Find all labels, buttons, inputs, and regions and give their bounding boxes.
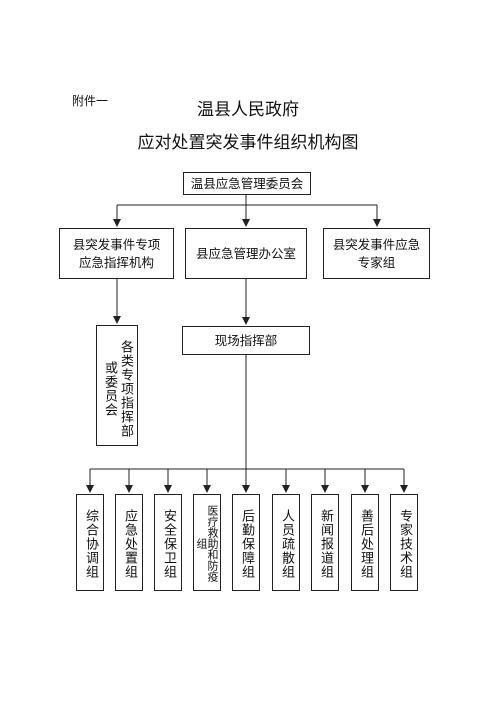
group-label: 应急处置组 [122,509,137,579]
node-special-command-label: 县突发事件专项 应急指挥机构 [72,236,161,270]
group-label: 综合协调组 [83,509,98,579]
group-label: 医疗救助和防疫组 [195,504,219,582]
node-committee-label: 温县应急管理委员会 [190,175,304,191]
group-box: 专家技术组 [390,494,418,591]
group-box: 新闻报道组 [311,494,339,591]
attachment-label: 附件一 [72,94,109,108]
node-committee: 温县应急管理委员会 [183,172,311,195]
group-box: 应急处置组 [115,494,143,591]
node-various-command: 各类专项指挥部 或委员会 [96,325,138,446]
group-label: 人员疏散组 [279,509,294,579]
group-label: 善后处理组 [358,509,373,579]
title-line1: 温县人民政府 [197,100,299,120]
node-various-command-label: 各类专项指挥部 或委员会 [102,340,133,438]
node-onsite-command-label: 现场指挥部 [214,332,278,348]
node-office-label: 县应急管理办公室 [195,245,296,261]
node-expert-team-label: 县突发事件应急 专家组 [332,236,421,270]
group-box: 人员疏散组 [272,494,300,591]
node-onsite-command: 现场指挥部 [182,326,310,355]
node-special-command: 县突发事件专项 应急指挥机构 [59,228,174,279]
group-label: 安全保卫组 [161,509,176,579]
title-line2: 应对处置突发事件组织机构图 [137,133,359,153]
group-label: 新闻报道组 [318,509,333,579]
node-office: 县应急管理办公室 [185,228,307,279]
group-box: 安全保卫组 [154,494,182,591]
node-expert-team: 县突发事件应急 专家组 [323,228,430,279]
group-box: 综合协调组 [76,494,104,591]
group-box: 后勤保障组 [232,494,260,591]
group-box: 医疗救助和防疫组 [193,494,221,591]
group-box: 善后处理组 [351,494,379,591]
group-label: 后勤保障组 [239,509,254,579]
group-label: 专家技术组 [397,509,412,579]
